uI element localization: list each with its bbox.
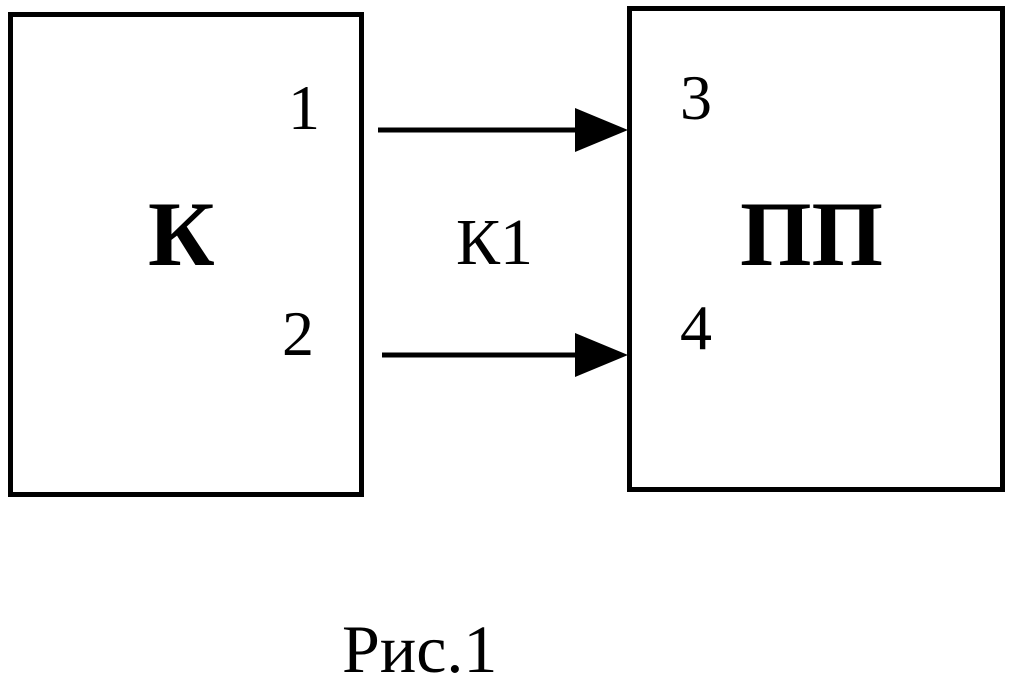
- block-pp-label: ПП: [740, 183, 884, 285]
- port-1-label: 1: [288, 72, 320, 143]
- arrow-1-to-3: [378, 108, 628, 152]
- figure-caption: Рис.1: [342, 611, 498, 687]
- block-k-label: К: [148, 183, 215, 285]
- block-k: [8, 12, 364, 497]
- arrow-2-to-4: [382, 333, 628, 377]
- port-4-label: 4: [680, 292, 712, 363]
- block-pp: [627, 6, 1005, 492]
- port-3-label: 3: [680, 62, 712, 133]
- connection-label: К1: [456, 206, 534, 279]
- port-2-label: 2: [282, 298, 314, 369]
